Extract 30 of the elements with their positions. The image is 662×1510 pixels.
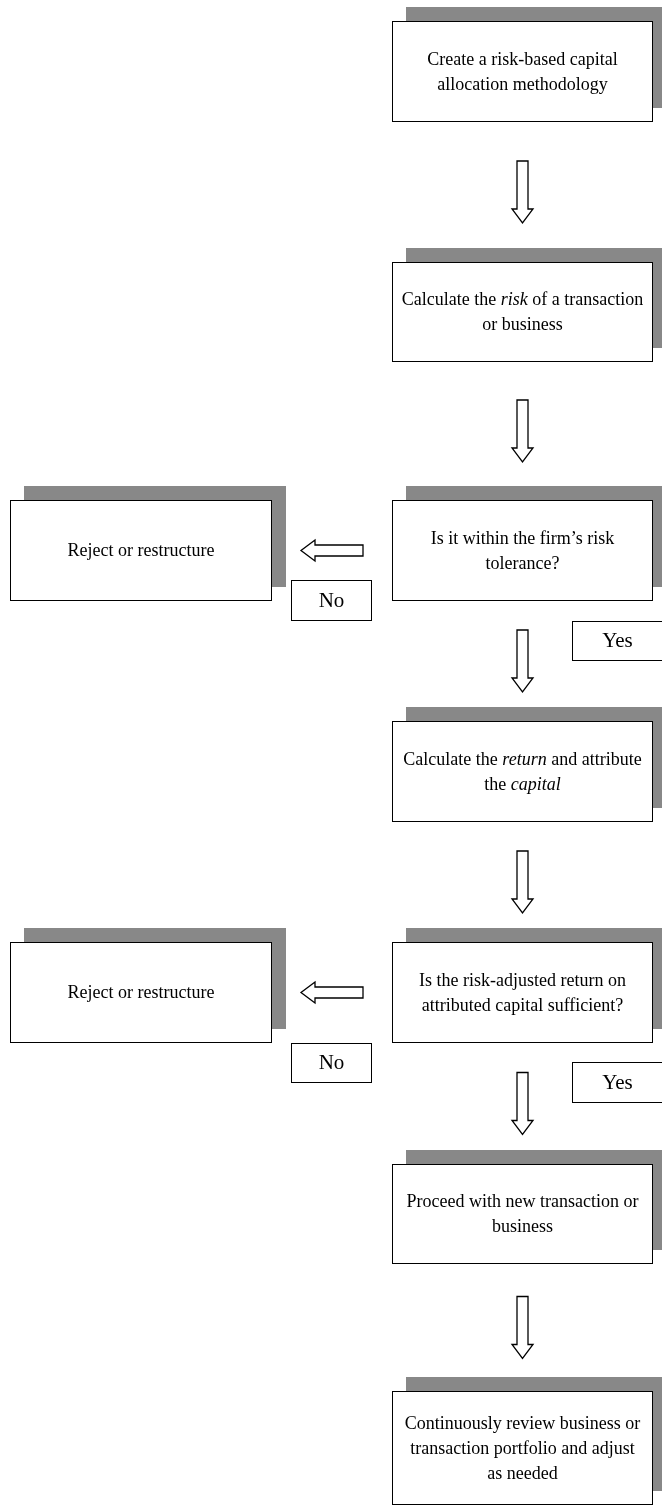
process-box [392,1164,653,1264]
box-text: Calculate the return and attribute the capital [402,747,643,796]
box-text: Calculate the risk of a transaction or business [401,288,644,336]
process-box [10,500,272,601]
block-arrow [510,629,535,694]
box-text: Reject or restructure [67,539,215,562]
box-text: Is it within the firm’s risk tolerance? [429,526,616,575]
block-arrow [510,160,535,225]
box-text: Proceed with new transaction or business [405,1190,640,1238]
box-text: Is the risk-adjusted return on attributed capital sufficient? [418,968,627,1017]
block-arrow [510,1295,535,1360]
process-box [392,942,653,1043]
block-arrow [510,850,535,915]
block-arrow [510,399,535,464]
edge-label: Yes [572,1062,662,1103]
block-arrow [299,980,364,1005]
process-box [392,262,653,362]
block-arrow [299,538,364,563]
edge-label: Yes [572,621,662,661]
process-box [392,1391,653,1505]
process-box [10,942,272,1043]
process-box [392,721,653,822]
box-text: Continuously review business or transaction portfolio and adjust as needed [403,1411,642,1485]
block-arrow [510,1071,535,1136]
process-box [392,500,653,601]
box-text: Reject or restructure [67,981,215,1004]
box-text: Create a risk-based capital allocation methodology [426,47,619,96]
edge-label: No [291,580,372,621]
process-box [392,21,653,122]
edge-label: No [291,1043,372,1083]
